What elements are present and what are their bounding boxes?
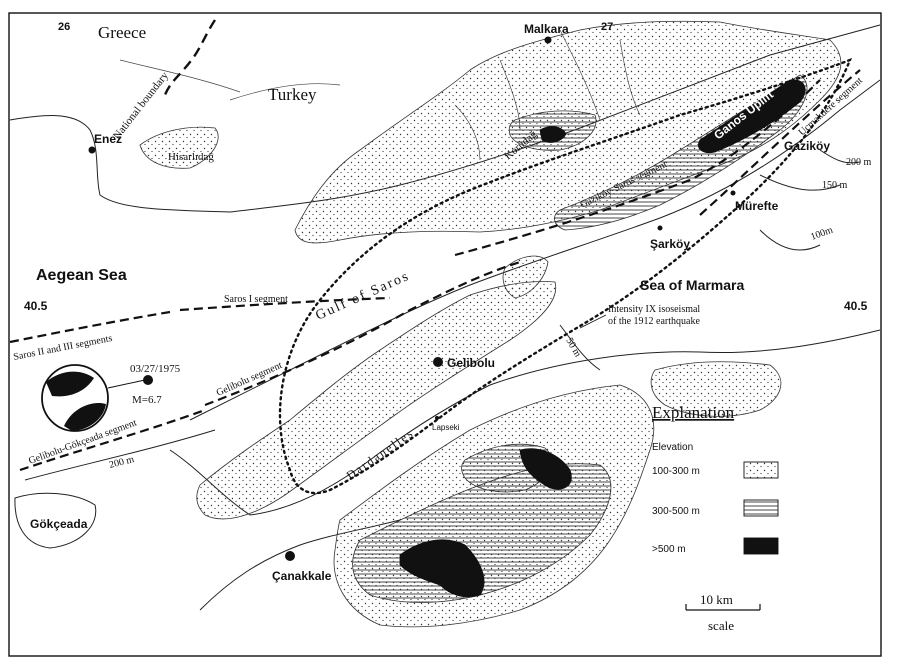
legend-subtitle: Elevation: [652, 442, 693, 453]
label-gulf-of-saros: Gulf of Saros: [314, 269, 413, 324]
quake-magnitude: M=6.7: [132, 394, 162, 406]
label-gelibolu-segment: Gelibolu segment: [215, 360, 284, 399]
river: [229, 83, 341, 101]
label-hisarlidag: Hisarlıdağ: [168, 151, 214, 163]
elevation-500-anatolia: [399, 539, 485, 598]
depth-50m: 50 m: [563, 336, 583, 359]
town-lapseki-marker: [435, 416, 439, 420]
national-boundary-line: [163, 19, 216, 96]
map-frame: [8, 12, 882, 657]
river: [119, 59, 241, 93]
epicenter-1975-marker: [143, 375, 153, 385]
label-national-boundary: National boundary: [111, 69, 171, 142]
legend: Explanation Elevation 100-300 m 300-500 …: [652, 403, 779, 555]
town-lapseki-label: Lapseki: [432, 423, 460, 432]
town-malkara-marker: [544, 36, 552, 44]
fault-gazikoy-saros-segment: [454, 79, 821, 257]
depth-200m-ne: 200 m: [846, 157, 872, 168]
label-saros-1-segment: Saros I segment: [224, 294, 288, 305]
lon-label-27: 27: [601, 21, 613, 33]
quake-date: 03/27/1975: [130, 363, 181, 375]
legend-title: Explanation: [652, 403, 735, 422]
label-aegean-sea: Aegean Sea: [36, 267, 127, 284]
fault-saros-1-segment: [179, 296, 391, 312]
contour-100m: [759, 229, 821, 251]
depth-150m: 150 m: [822, 180, 848, 191]
town-enez-marker: [88, 146, 96, 154]
contour-50m: [559, 324, 601, 371]
elevation-500-lapseki: [519, 448, 572, 490]
gokceada-island: [14, 492, 97, 549]
fault-gelibolu-gokceada-segment: [19, 408, 206, 472]
town-malkara-label: Malkara: [524, 22, 569, 36]
dardanelles-coastline: [169, 329, 881, 516]
label-turkey: Turkey: [268, 85, 317, 104]
scale-bar: 10 km scale: [685, 592, 761, 633]
scale-caption: scale: [708, 618, 734, 633]
lat-label-left: 40.5: [24, 299, 48, 313]
legend-item-label: 100-300 m: [652, 466, 700, 477]
depth-100m: 100m: [809, 225, 834, 243]
town-enez-label: Enez: [94, 132, 122, 146]
legend-swatch-stipple: [743, 461, 779, 479]
town-gelibolu-marker: [433, 357, 443, 367]
town-canakkale-marker: [285, 551, 295, 561]
legend-item-label: 300-500 m: [652, 506, 700, 517]
legend-swatch-hatch: [743, 499, 779, 517]
isoseismal-1912: [278, 57, 853, 495]
scale-length: 10 km: [700, 592, 733, 607]
contour-200m-ne: [819, 149, 861, 164]
legend-item-label: >500 m: [652, 544, 686, 555]
elevation-500-ganos-uplift: [698, 79, 806, 154]
town-gazikoy-label: Gaziköy: [784, 139, 830, 153]
town-murefte-marker: [730, 190, 736, 196]
fault-gelibolu-segment: [204, 260, 521, 407]
elevation-100-300-east: [650, 361, 782, 417]
town-gelibolu-label: Gelibolu: [447, 356, 495, 370]
town-gokceada-label: Gökçeada: [30, 517, 88, 531]
isoseismal-leader: [579, 314, 607, 329]
contour-200m-sw: [24, 429, 216, 481]
fault-ucmakdere-segment: [699, 69, 861, 216]
label-greece: Greece: [98, 23, 146, 42]
elevation-500-korudag: [539, 126, 567, 143]
depth-200m-sw: 200 m: [108, 454, 135, 471]
elevation-100-300-island: [502, 255, 549, 299]
town-murefte-label: Mürefte: [735, 199, 779, 213]
focal-mechanism-beachball: [41, 364, 146, 432]
town-sarkoy-marker: [657, 225, 663, 231]
contour-150m: [759, 174, 841, 191]
label-isoseismal-1: Intensity IX isoseismal: [608, 304, 700, 315]
fault-saros-2-3-segments: [9, 310, 171, 344]
elevation-100-300-hisarlidag: [139, 126, 219, 169]
lat-label-right: 40.5: [844, 299, 868, 313]
town-sarkoy-label: Şarköy: [650, 237, 690, 251]
legend-swatch-black: [743, 537, 779, 555]
lon-label-26: 26: [58, 21, 70, 33]
label-sea-of-marmara: Sea of Marmara: [640, 277, 744, 293]
town-canakkale-label: Çanakkale: [272, 569, 332, 583]
label-isoseismal-2: of the 1912 earthquake: [608, 316, 700, 327]
